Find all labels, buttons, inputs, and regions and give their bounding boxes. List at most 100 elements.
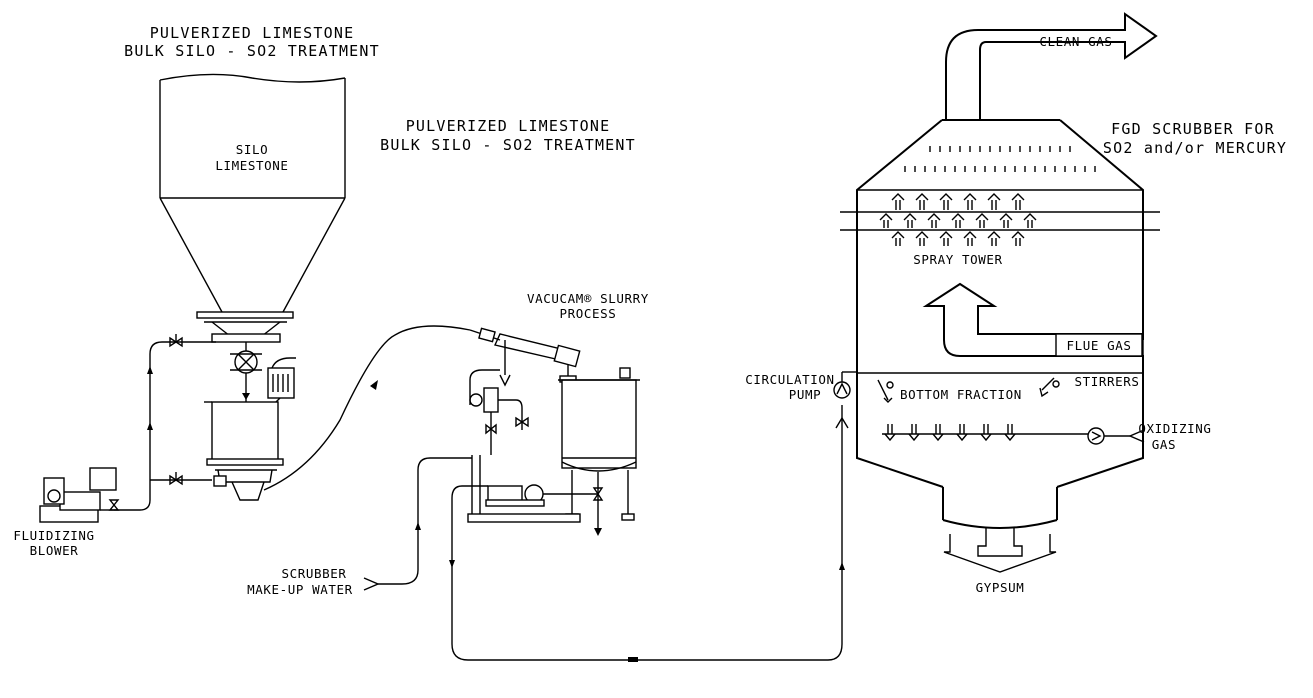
stirrer-left-shaft (877, 379, 889, 401)
stirrer-right (1039, 377, 1060, 398)
blower-check-valve (108, 499, 120, 511)
feed-hopper-inlet-stub (213, 475, 227, 487)
oxidizing-nozzle-3 (932, 424, 944, 442)
title-right-line2: SO2 and/or MERCURY (1103, 139, 1287, 157)
spray-nozzle-3-5 (987, 231, 1001, 246)
oxidizing-blower-arrow (1091, 431, 1102, 441)
circulation-loop: CIRCULATION PUMP (449, 372, 851, 662)
title-mid-line2: BULK SILO - SO2 TREATMENT (380, 136, 636, 154)
feed-hopper (204, 401, 284, 501)
stirrers-label: STIRRERS (1074, 374, 1139, 389)
blower-silencer (89, 467, 117, 491)
slurry-tank (561, 379, 637, 469)
spray-nozzle-2-3 (927, 213, 941, 228)
slurry-tank-agitator (619, 367, 631, 379)
makeup-water-inlet-arrow (363, 577, 380, 591)
stirrer-right-hub (1052, 380, 1060, 388)
stirrer-left-blade (883, 397, 893, 403)
spray-nozzle-1-5 (987, 193, 1001, 210)
flue-gas-label: FLUE GAS (1066, 338, 1131, 353)
title-right-line1: FGD SCRUBBER FOR (1111, 120, 1275, 138)
circulation-loop-arrow-up (839, 562, 845, 570)
spray-nozzles (879, 193, 1037, 246)
feed-hopper-body (211, 401, 279, 461)
oxidizing-nozzle-1 (884, 424, 896, 442)
slurry-tank-foot-2 (621, 513, 635, 521)
circulation-pump-line1: CIRCULATION (745, 372, 834, 387)
gypsum-label: GYPSUM (976, 580, 1025, 595)
title-top: PULVERIZED LIMESTONE BULK SILO - SO2 TRE… (124, 24, 380, 60)
spray-nozzle-1-1 (891, 193, 905, 210)
title-mid: PULVERIZED LIMESTONE BULK SILO - SO2 TRE… (380, 117, 636, 154)
spray-nozzle-1-4 (963, 193, 977, 210)
feed-hopper-flange (206, 458, 284, 466)
air-valve-lower (169, 474, 183, 486)
stirrer-left (877, 379, 894, 403)
scrubber-tower: GYPSUM CLEAN GAS (840, 12, 1211, 595)
air-line-arrow-1 (147, 422, 153, 430)
scrubber-water-line1: SCRUBBER (281, 566, 346, 581)
spray-nozzle-1-6 (1011, 193, 1025, 210)
demister (904, 146, 1096, 172)
bottom-fraction-label: BOTTOM FRACTION (900, 387, 1022, 402)
ejector-branch-valve (515, 416, 529, 428)
oxidizing-gas-line2: GAS (1152, 437, 1176, 452)
makeup-water-pipe (378, 457, 472, 585)
fluidizing-blower-line1: FLUIDIZING (13, 528, 94, 543)
air-line-upper (114, 341, 216, 511)
oxidizing-blower-symbol (1087, 427, 1105, 445)
blower-motor (59, 491, 101, 511)
fluidizing-blower: FLUIDIZING BLOWER (13, 467, 117, 558)
flue-gas-duct (922, 282, 1143, 357)
circulation-loop-arrow-down (449, 560, 455, 568)
gypsum-outlet-arrow (943, 534, 1057, 573)
spray-nozzle-1-2 (915, 193, 929, 210)
inducer-valve (478, 327, 496, 343)
flue-gas-box (1055, 333, 1143, 357)
spray-nozzle-3-6 (1011, 231, 1025, 246)
spray-nozzle-2-7 (1023, 213, 1037, 228)
oxidizing-inlet-arrow (1128, 429, 1145, 443)
circulation-pump-arrow (836, 382, 848, 395)
silo-label-line1: SILO (236, 142, 269, 157)
clean-gas-duct (945, 12, 1158, 120)
stirrer-right-shaft (1041, 377, 1055, 391)
spray-nozzle-1-3 (939, 193, 953, 210)
rotary-valve (230, 342, 262, 402)
conveying-line-arrow (370, 380, 378, 390)
makeup-water-flow-arrow (415, 522, 421, 530)
circulation-loop-marker (628, 657, 638, 662)
bin-vent-body (267, 367, 295, 399)
gypsum-outlet (977, 528, 1023, 557)
oxidizing-nozzle-4 (956, 424, 968, 442)
ejector-gauge (469, 393, 483, 407)
oxidizing-nozzle-5 (980, 424, 992, 442)
bin-vent-filter (267, 357, 296, 411)
spray-nozzle-2-4 (951, 213, 965, 228)
title-top-line1: PULVERIZED LIMESTONE (150, 24, 355, 42)
silo-cone-left (159, 197, 223, 313)
ejector-tip (499, 374, 511, 387)
oxidizing-nozzles (884, 424, 1016, 442)
ejector-valve (485, 423, 497, 435)
slurry-pump-base (485, 499, 545, 507)
fluidizing-blower-line2: BLOWER (30, 543, 79, 558)
silo-cone-right (282, 197, 346, 313)
slurry-tank-drain-arrow (594, 528, 602, 536)
conveying-line-path (263, 325, 471, 491)
spray-nozzle-3-2 (915, 231, 929, 246)
ejector-body (483, 387, 499, 413)
tower-bottom (942, 519, 1058, 529)
title-top-line2: BULK SILO - SO2 TREATMENT (124, 42, 380, 60)
spray-nozzle-2-6 (999, 213, 1013, 228)
vacucam-label-line1: VACUCAM® SLURRY (527, 291, 649, 306)
silo-discharger (211, 333, 281, 343)
silo-flange (196, 311, 294, 319)
makeup-water-line: SCRUBBER MAKE-UP WATER (247, 457, 472, 597)
circulation-loop-pipe (451, 405, 843, 661)
silo-label-line2: LIMESTONE (215, 158, 288, 173)
vacucam-unit: VACUCAM® SLURRY PROCESS (467, 291, 649, 536)
ejector-bypass (469, 369, 500, 405)
spray-nozzle-3-4 (963, 231, 977, 246)
